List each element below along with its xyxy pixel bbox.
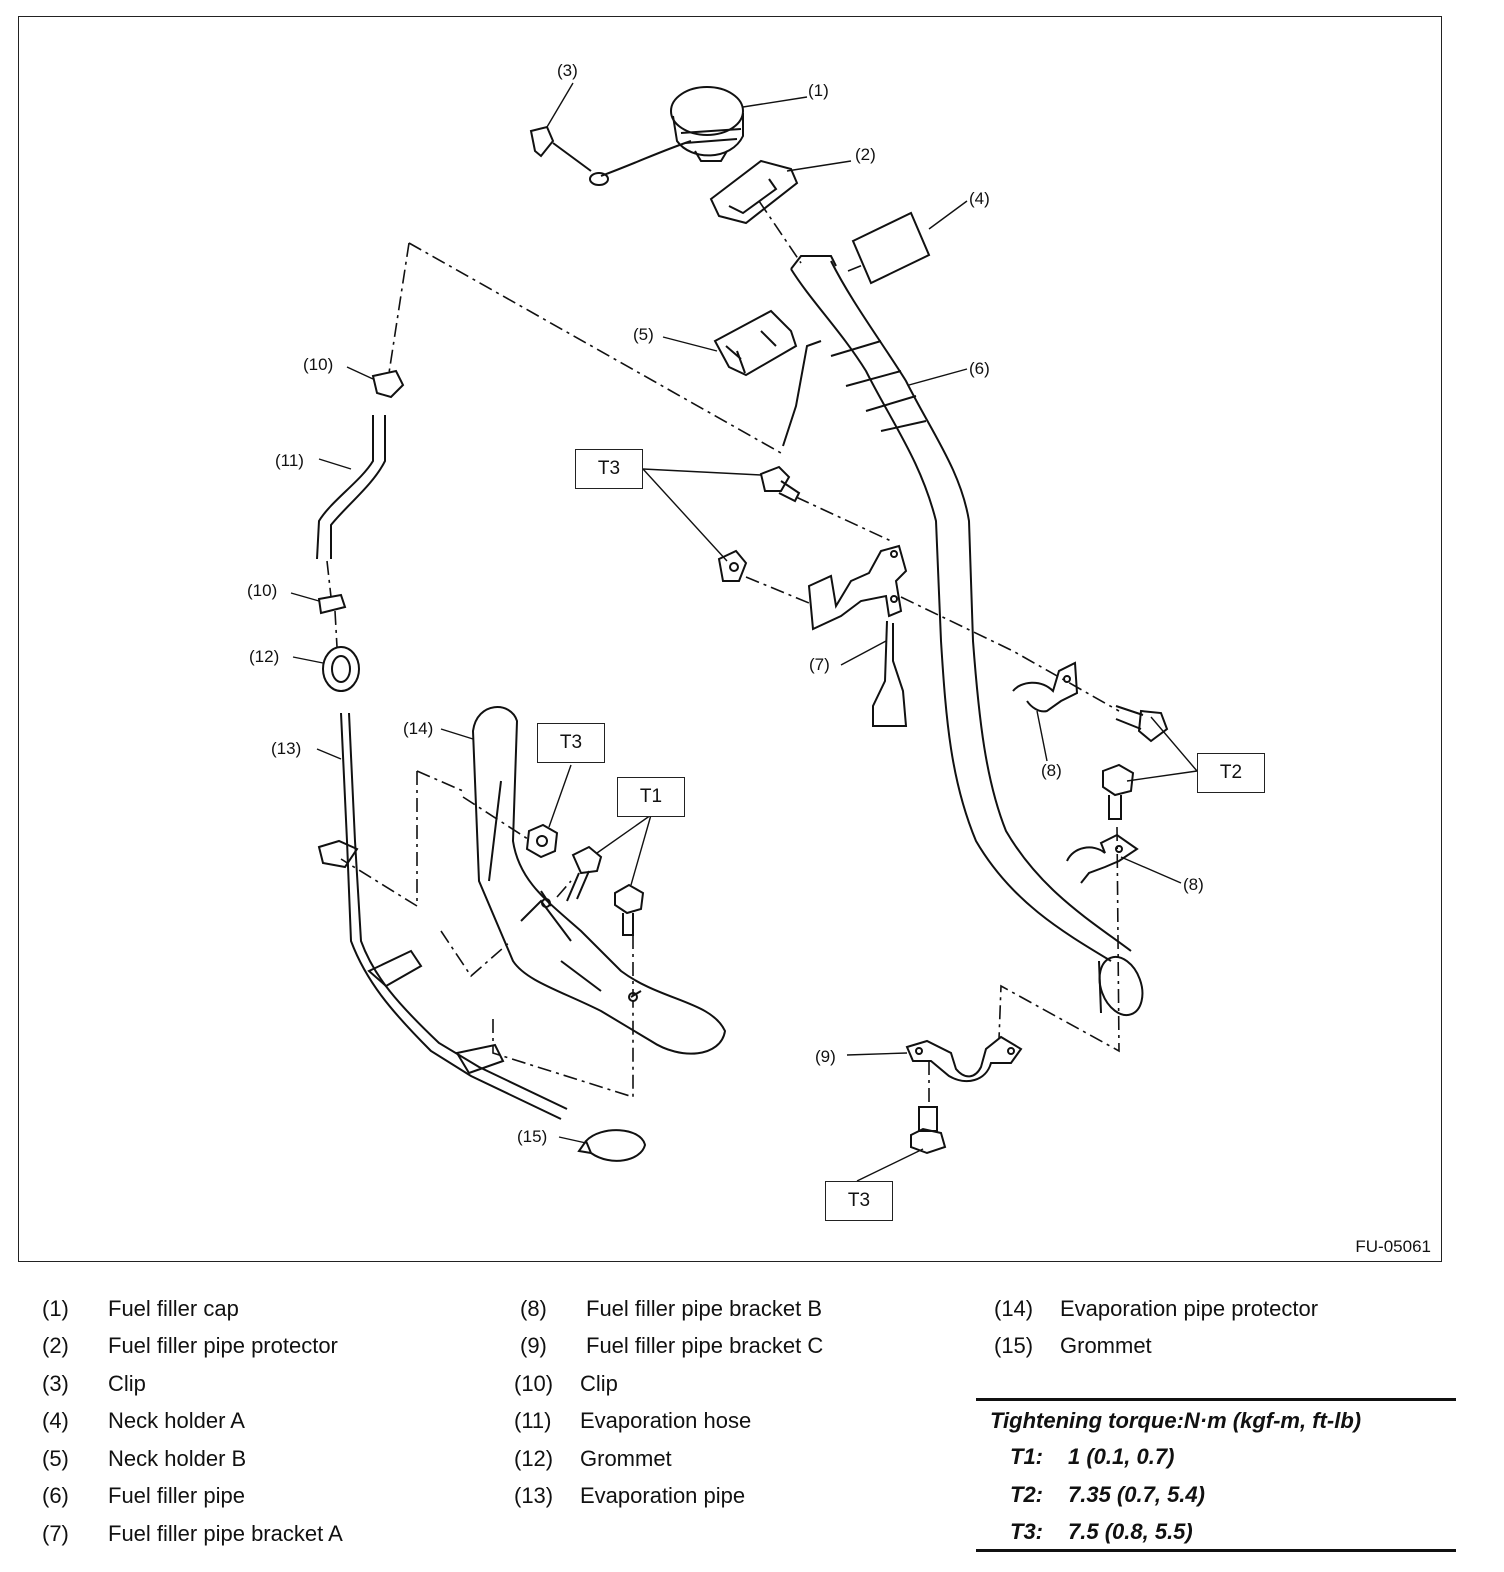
callout-3: (3) [557, 61, 578, 80]
torque-rule-bottom [976, 1549, 1456, 1552]
grommet-15 [577, 1129, 647, 1162]
evaporation-pipe [317, 712, 568, 1120]
clip-10-lower [317, 593, 347, 615]
evaporation-pipe-protector [471, 706, 727, 1055]
callout-10-upper: (10) [303, 355, 334, 374]
callout-13: (13) [271, 739, 302, 758]
torque-rule-top [976, 1398, 1456, 1401]
bolt-t3-lower [910, 1106, 947, 1155]
nut-t3-protector [525, 823, 559, 859]
fuel-filler-pipe-protector [709, 159, 799, 225]
callout-12: (12) [249, 647, 280, 666]
neck-holder-b [713, 309, 798, 377]
callout-5: (5) [633, 325, 654, 344]
callout-8-upper: (8) [1041, 761, 1062, 780]
callout-1: (1) [808, 81, 829, 100]
callout-7: (7) [809, 655, 830, 674]
callout-2: (2) [855, 145, 876, 164]
callout-8-lower: (8) [1183, 875, 1204, 894]
callout-4: (4) [969, 189, 990, 208]
parts-drawing [290, 82, 1198, 1182]
torque-box-t3-lower: T3 [825, 1181, 893, 1221]
torque-box-t1: T1 [617, 777, 685, 817]
fuel-filler-pipe [782, 255, 1144, 1017]
torque-box-t3-upper: T3 [575, 449, 643, 489]
bolt-t2-lower [1102, 763, 1135, 820]
bolt-t3-upper [759, 465, 801, 503]
assembly-lines [326, 200, 1120, 1107]
evaporation-hose [316, 415, 386, 560]
torque-title: Tightening torque:N·m (kgf-m, ft-lb) [990, 1408, 1362, 1433]
screw-t1-a [566, 845, 603, 902]
torque-table: Tightening torque:N·m (kgf-m, ft-lb) T1:… [976, 1398, 1456, 1552]
callout-14: (14) [403, 719, 434, 738]
fuel-filler-pipe-bracket-c [905, 1035, 1023, 1083]
callout-9: (9) [815, 1047, 836, 1066]
fuel-filler-pipe-bracket-a [807, 544, 908, 727]
fuel-filler-cap [589, 86, 744, 186]
callout-6: (6) [969, 359, 990, 378]
nut-t3-upper [717, 549, 748, 582]
torque-box-t3-protector: T3 [537, 723, 605, 763]
exploded-diagram: (1) (2) (3) (4) (5) (6) (7) (8) (8) (9) … [18, 16, 1442, 1262]
screw-t1-b [614, 883, 645, 936]
figure-id: FU-05061 [1355, 1237, 1431, 1256]
grommet-12 [322, 646, 360, 692]
fuel-filler-pipe-bracket-b-upper [1012, 661, 1079, 713]
callout-11: (11) [275, 451, 304, 470]
leader-lines [290, 82, 1198, 1182]
torque-box-t2: T2 [1197, 753, 1265, 793]
neck-holder-a [851, 211, 931, 285]
bolt-t2-upper [1115, 705, 1169, 743]
clip-3 [529, 125, 592, 172]
callout-15: (15) [517, 1127, 548, 1146]
clip-10-upper [371, 369, 405, 399]
callout-10-lower: (10) [247, 581, 278, 600]
